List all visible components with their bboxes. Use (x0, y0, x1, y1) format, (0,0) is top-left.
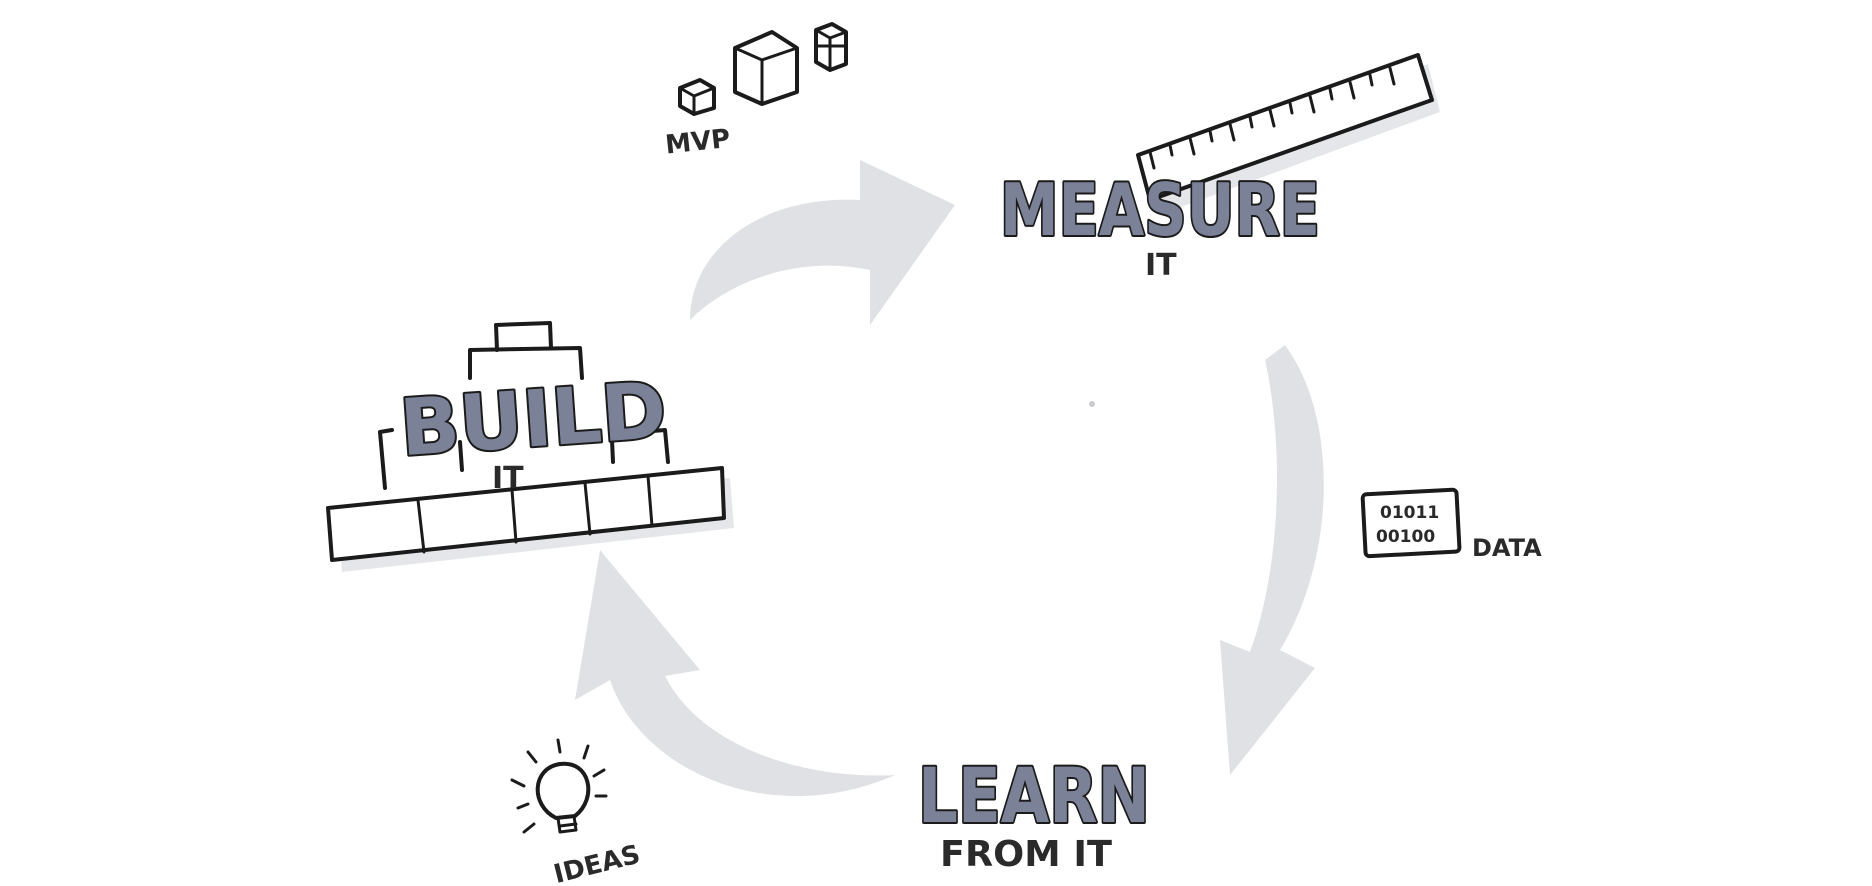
build-heading: BUILD (397, 366, 669, 474)
ruler-icon (1136, 53, 1440, 214)
learn-subheading: FROM IT (940, 834, 1112, 875)
lightbulb-icon (510, 738, 608, 834)
data-bits-row1: 01011 (1380, 503, 1439, 523)
brick-wall-icon (326, 321, 734, 572)
cycle-arrow-build-to-measure (690, 160, 955, 325)
cubes-icon (678, 22, 848, 116)
learn-heading: LEARN (918, 751, 1150, 840)
build-subheading: IT (492, 461, 524, 496)
center-dot (1089, 401, 1095, 407)
binary-data-icon: 01011 00100 (1360, 487, 1462, 559)
cycle-arrow-measure-to-learn (1220, 345, 1324, 775)
data-bits-row2: 00100 (1376, 527, 1435, 547)
cycle-arrow-learn-to-build (575, 550, 895, 797)
measure-heading: MEASURE (1000, 168, 1320, 252)
ideas-label: IDEAS (551, 840, 644, 886)
data-label: DATA (1472, 534, 1542, 562)
measure-subheading: IT (1145, 248, 1177, 283)
mvp-label: MVP (664, 124, 732, 161)
